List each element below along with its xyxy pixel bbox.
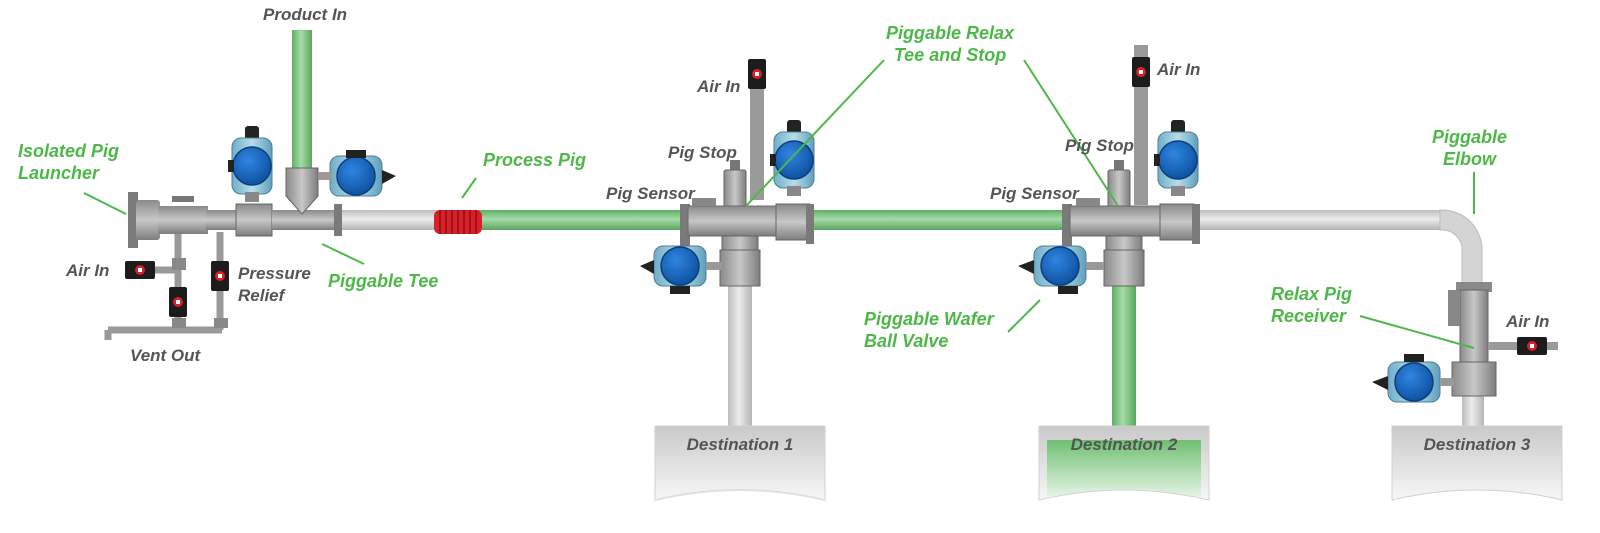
drop-pipe-1 [728, 280, 752, 428]
label-air-in-3: Air In [1506, 312, 1550, 331]
piggable-tee [285, 167, 319, 215]
label-vent-out: Vent Out [130, 346, 201, 365]
actuator-2-top [1153, 119, 1199, 197]
destination-tank-2 [1038, 425, 1210, 501]
label-air-in-2: Air In [1157, 60, 1201, 79]
solenoid-air-in-3 [1517, 337, 1547, 355]
pig-sensor-2 [1076, 198, 1100, 206]
label-pressure-relief: Pressure Relief [238, 264, 311, 305]
solenoid-air-in-2 [1132, 57, 1150, 87]
drop-pipe-2 [1112, 280, 1136, 428]
destination-tank-1 [654, 425, 826, 501]
label-relax-pig-receiver: Relax Pig Receiver [1271, 284, 1353, 326]
solenoid-pressure-relief [211, 261, 229, 291]
label-pig-sensor-2: Pig Sensor [990, 184, 1079, 203]
label-air-in-1: Air In [697, 77, 741, 96]
label-air-in-launcher: Air In [66, 261, 110, 280]
pig-sensor-1 [692, 198, 716, 206]
receiver-actuator [1372, 354, 1454, 403]
process-pig [434, 210, 482, 234]
label-isolated-pig-launcher: Isolated Pig Launcher [18, 141, 120, 183]
relax-pig-receiver [1372, 282, 1558, 428]
main-line-end [1195, 210, 1445, 230]
actuator-2-bottom [1018, 245, 1104, 294]
label-destination-2: Destination 2 [1070, 435, 1178, 454]
product-in-pipe [292, 30, 312, 180]
solenoid-vent [169, 287, 187, 317]
actuator-1-bottom [640, 245, 722, 294]
label-wafer-ball-valve: Piggable Wafer Ball Valve [864, 309, 994, 351]
label-product-in: Product In [263, 5, 348, 24]
air-line-1 [750, 60, 764, 200]
main-line-light [342, 210, 442, 230]
tee-actuator [318, 150, 396, 197]
label-piggable-elbow: Piggable Elbow [1432, 127, 1508, 169]
label-pig-stop-1: Pig Stop [668, 143, 737, 162]
station-2-relax-tee [1018, 45, 1200, 428]
leader-lines [83, 59, 1475, 349]
solenoid-air-in-launcher [125, 261, 155, 279]
isolated-pig-launcher [104, 30, 396, 340]
piggable-elbow [1439, 209, 1483, 291]
station-1-relax-tee [640, 59, 815, 428]
launcher-actuator [227, 125, 273, 203]
vent-piping [104, 230, 224, 340]
label-process-pig: Process Pig [483, 150, 587, 170]
destination-tank-3 [1391, 425, 1563, 501]
label-destination-1: Destination 1 [686, 435, 794, 454]
label-piggable-tee: Piggable Tee [328, 271, 439, 291]
label-destination-3: Destination 3 [1423, 435, 1531, 454]
launcher-flange [128, 192, 138, 248]
solenoid-air-in-1 [748, 59, 766, 89]
label-pig-stop-2: Pig Stop [1065, 136, 1134, 155]
label-pig-sensor-1: Pig Sensor [606, 184, 695, 203]
label-relax-tee-stop: Piggable Relax Tee and Stop [886, 23, 1015, 65]
